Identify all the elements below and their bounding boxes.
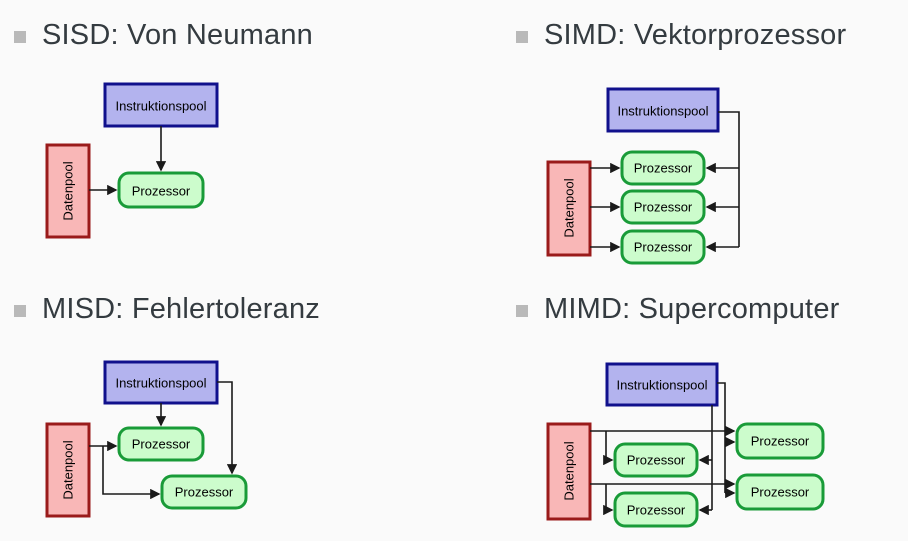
processor-label: Prozessor	[634, 200, 693, 215]
data-arrow-left-2	[603, 484, 614, 516]
processor-box-1: Prozessor	[117, 426, 205, 462]
data-pool-rect	[45, 422, 91, 518]
processor-label: Prozessor	[175, 485, 234, 500]
processor-box-2: Prozessor	[160, 474, 248, 510]
section-mimd: MIMD: Supercomputer Instruktionspool Dat…	[454, 270, 908, 541]
data-pool-box: Datenpool	[45, 422, 91, 518]
data-pool-box: Datenpool	[45, 143, 91, 239]
data-pool-box: Datenpool	[546, 422, 592, 521]
processor-box-left-2: Prozessor	[613, 491, 699, 528]
section-header-sisd: SISD: Von Neumann	[0, 19, 454, 52]
misd-diagram: Instruktionspool Datenpool Prozessor Pro…	[45, 360, 248, 518]
processor-label: Prozessor	[132, 184, 191, 199]
processor-rect	[735, 473, 825, 511]
processor-rect	[620, 229, 706, 265]
section-title-misd: MISD: Fehlertoleranz	[42, 293, 320, 325]
processor-rect	[735, 422, 825, 460]
section-misd: MISD: Fehlertoleranz Instruktionspool Da…	[0, 270, 454, 541]
data-arrow-left-1	[603, 431, 614, 466]
instruction-pool-label: Instruktionspool	[616, 378, 707, 393]
processor-label: Prozessor	[634, 240, 693, 255]
section-title-mimd: MIMD: Supercomputer	[544, 293, 840, 325]
processor-label: Prozessor	[634, 161, 693, 176]
instruction-bus-right	[717, 382, 726, 493]
processor-rect	[620, 150, 706, 186]
instruction-pool-rect	[605, 362, 719, 407]
processor-box-right-1: Prozessor	[735, 422, 825, 460]
processor-box-2: Prozessor	[620, 189, 706, 225]
bullet-icon	[14, 305, 26, 317]
instruction-pool-box: Instruktionspool	[606, 87, 720, 133]
instruction-arrow-2	[217, 381, 238, 475]
instruction-pool-rect	[103, 82, 219, 128]
instruction-pool-label: Instruktionspool	[115, 376, 206, 391]
processor-box-1: Prozessor	[620, 150, 706, 186]
data-pool-label: Datenpool	[562, 441, 577, 500]
bullet-icon	[14, 31, 26, 43]
processor-rect	[620, 189, 706, 225]
instruction-bus	[718, 111, 740, 247]
instruction-pool-box: Instruktionspool	[103, 82, 219, 128]
section-title-simd: SIMD: Vektorprozessor	[544, 19, 847, 51]
processor-rect	[117, 426, 205, 462]
bullet-icon	[516, 31, 528, 43]
processor-rect	[160, 474, 248, 510]
data-pool-label: Datenpool	[562, 178, 577, 237]
processor-label: Prozessor	[627, 503, 686, 518]
data-pool-label: Datenpool	[61, 440, 76, 499]
processor-label: Prozessor	[751, 485, 810, 500]
processor-box-3: Prozessor	[620, 229, 706, 265]
section-sisd: SISD: Von Neumann Instruktionspool Daten…	[0, 0, 454, 270]
processor-label: Prozessor	[751, 434, 810, 449]
data-pool-rect	[45, 143, 91, 239]
instruction-pool-box: Instruktionspool	[605, 362, 719, 407]
processor-rect	[613, 442, 699, 478]
data-pool-box: Datenpool	[546, 160, 592, 257]
data-pool-rect	[546, 160, 592, 257]
processor-box: Prozessor	[117, 171, 205, 209]
processor-label: Prozessor	[132, 437, 191, 452]
instruction-pool-label: Instruktionspool	[115, 99, 206, 114]
simd-diagram: Instruktionspool Datenpool Prozessor Pro…	[546, 87, 740, 265]
section-header-mimd: MIMD: Supercomputer	[454, 293, 908, 326]
section-simd: SIMD: Vektorprozessor Instruktionspool D…	[454, 0, 908, 270]
instruction-pool-label: Instruktionspool	[617, 104, 708, 119]
data-arrow-2	[102, 446, 161, 500]
sisd-diagram: Instruktionspool Datenpool Prozessor	[45, 82, 219, 239]
section-header-simd: SIMD: Vektorprozessor	[454, 19, 908, 52]
processor-rect	[117, 171, 205, 209]
instruction-pool-box: Instruktionspool	[103, 360, 219, 405]
bullet-icon	[516, 305, 528, 317]
processor-box-left-1: Prozessor	[613, 442, 699, 478]
mimd-diagram: Instruktionspool Datenpool Prozessor Pro…	[546, 362, 825, 528]
data-pool-label: Datenpool	[61, 161, 76, 220]
processor-box-right-2: Prozessor	[735, 473, 825, 511]
instruction-pool-rect	[606, 87, 720, 133]
data-pool-rect	[546, 422, 592, 521]
section-header-misd: MISD: Fehlertoleranz	[0, 293, 454, 326]
processor-rect	[613, 491, 699, 528]
processor-label: Prozessor	[627, 453, 686, 468]
section-title-sisd: SISD: Von Neumann	[42, 19, 313, 51]
